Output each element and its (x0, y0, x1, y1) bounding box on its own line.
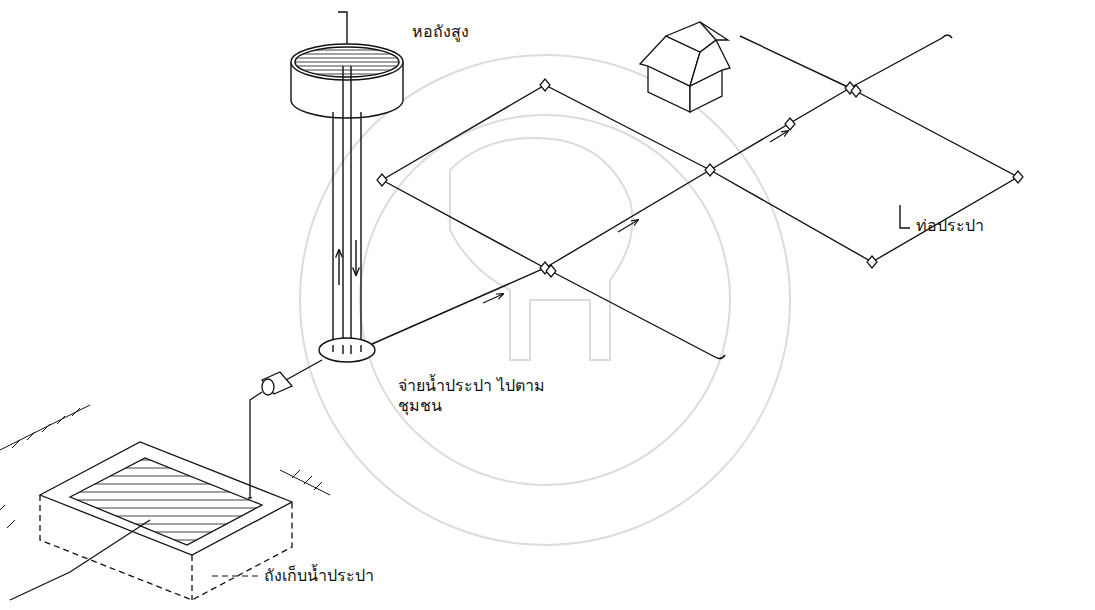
elevated-tank-part (338, 12, 347, 46)
pipe-fittings-part (867, 256, 877, 268)
elevated-tank-part (290, 50, 405, 74)
watermark-seal (300, 55, 790, 545)
distribution-pipes-part (382, 180, 725, 359)
storage-tank-part (70, 458, 262, 545)
elevated-tank (290, 12, 405, 362)
pipe-label: ท่อประปา (916, 216, 984, 236)
flow-arrows-part (483, 294, 503, 303)
storage-tank-part (10, 520, 150, 600)
pump-part (286, 360, 322, 380)
house-part (666, 22, 728, 52)
pipe-fittings (377, 79, 1023, 277)
pipe-fittings-part (785, 118, 795, 130)
watermark-seal-part (360, 115, 730, 485)
elevated-tank-part-part (290, 50, 405, 74)
pipe-fittings-part (1013, 171, 1023, 183)
storage-tank-part (40, 495, 292, 600)
storage-tank-part (40, 442, 292, 555)
distribution-pipes-part (710, 88, 1018, 262)
distribution-pipes (372, 35, 1018, 359)
elevated-tank-part (333, 112, 361, 345)
distribution-pipes-part (382, 85, 710, 180)
elevated-tank-part (338, 250, 339, 285)
house (640, 22, 730, 112)
flow-arrows (483, 131, 788, 303)
pipe-fittings-part (377, 174, 387, 186)
pipe-fittings-part (540, 79, 550, 91)
distribution-pipes-part (900, 205, 910, 228)
storage-tank-part-part (60, 460, 280, 540)
tank-tower-label: หอถังสูง (412, 22, 469, 42)
pump (262, 360, 322, 395)
pipe-fittings-part (546, 265, 556, 277)
distribution-pipes-part (372, 35, 952, 344)
flow-arrows-part (770, 131, 788, 142)
storage-tank-label: ถังเก็บน้ำประปา (264, 566, 374, 586)
leader-line (212, 575, 259, 576)
storage-tank-part (60, 460, 280, 540)
elevated-tank-part (343, 66, 351, 345)
elevated-tank-part (333, 345, 361, 354)
flow-arrows-part (618, 220, 638, 232)
storage-tank-part (248, 497, 252, 498)
elevated-tank-part (355, 240, 356, 275)
pipe-fittings-part (851, 85, 861, 97)
pipe-fittings-part (705, 164, 715, 176)
watermark-seal-part (450, 138, 633, 360)
distribution-pipes-part (740, 36, 850, 88)
pump-part (262, 379, 274, 395)
storage-tank-part (191, 555, 192, 600)
elevated-tank-part (319, 338, 375, 362)
storage-tank (10, 392, 292, 600)
watermark-seal-part (300, 55, 790, 545)
house-part (700, 22, 716, 40)
distribution-label: จ่ายน้ำประปา ไปตามชุมชน (398, 376, 548, 416)
elevated-tank-part (295, 47, 399, 77)
pump-part (262, 372, 292, 394)
storage-tank-part (250, 392, 262, 498)
